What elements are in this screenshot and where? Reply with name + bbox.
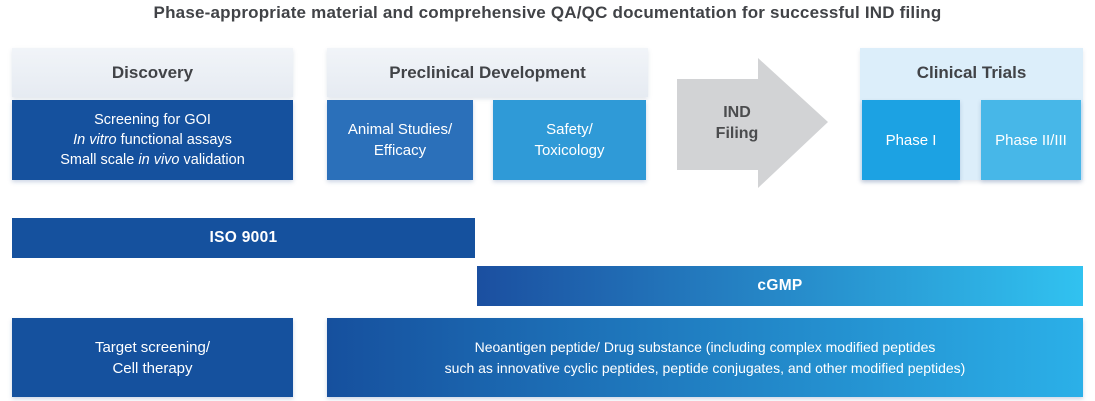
ind-filing-label: IND Filing (677, 58, 797, 188)
phase-2-3-label: Phase II/III (995, 131, 1067, 149)
phase-1-label: Phase I (885, 131, 937, 149)
stage-header-discovery: Discovery (12, 48, 293, 97)
neoantigen-line-2: such as innovative cyclic peptides, pept… (444, 359, 966, 376)
target-line-1: Target screening/ (94, 338, 211, 356)
cgmp-bar: cGMP (477, 266, 1083, 306)
animal-studies-box: Animal Studies/ Efficacy (327, 100, 473, 180)
stage-header-clinical-label: Clinical Trials (916, 62, 1027, 82)
cgmp-label: cGMP (757, 277, 803, 294)
page-title: Phase-appropriate material and comprehen… (153, 3, 942, 22)
neoantigen-peptide-box: Neoantigen peptide/ Drug substance (incl… (327, 318, 1083, 397)
phase-2-3-box: Phase II/III (981, 100, 1081, 180)
target-line-2: Cell therapy (112, 359, 193, 377)
iso-9001-label: ISO 9001 (209, 229, 278, 246)
phase-1-box: Phase I (862, 100, 960, 180)
discovery-activities-box: Screening for GOI In vitro functional as… (12, 100, 293, 180)
right-arrow-icon (677, 58, 828, 188)
discovery-line-3: Small scale in vivo validation (60, 152, 245, 168)
clinical-trials-panel: Clinical Trials Phase I Phase II/III (860, 48, 1083, 180)
stage-header-preclinical-label: Preclinical Development (389, 62, 586, 82)
ind-label-line-2: Filing (715, 125, 759, 142)
safety-line-2: Toxicology (534, 142, 605, 159)
neoantigen-line-1: Neoantigen peptide/ Drug substance (incl… (474, 338, 936, 355)
discovery-line-1: Screening for GOI (94, 112, 211, 128)
stage-header-discovery-label: Discovery (111, 62, 194, 82)
safety-line-1: Safety/ (546, 121, 593, 138)
target-screening-box: Target screening/ Cell therapy (12, 318, 293, 397)
safety-toxicology-box: Safety/ Toxicology (493, 100, 646, 180)
stage-header-preclinical: Preclinical Development (327, 48, 648, 97)
stage-header-clinical: Clinical Trials (860, 48, 1083, 97)
ind-filing-arrow (677, 58, 829, 188)
animal-studies-line-2: Efficacy (373, 142, 427, 159)
ind-label-line-1: IND (723, 104, 751, 121)
iso-9001-bar: ISO 9001 (12, 218, 475, 258)
animal-studies-line-1: Animal Studies/ (347, 121, 453, 138)
discovery-line-2: In vitro functional assays (73, 132, 232, 148)
